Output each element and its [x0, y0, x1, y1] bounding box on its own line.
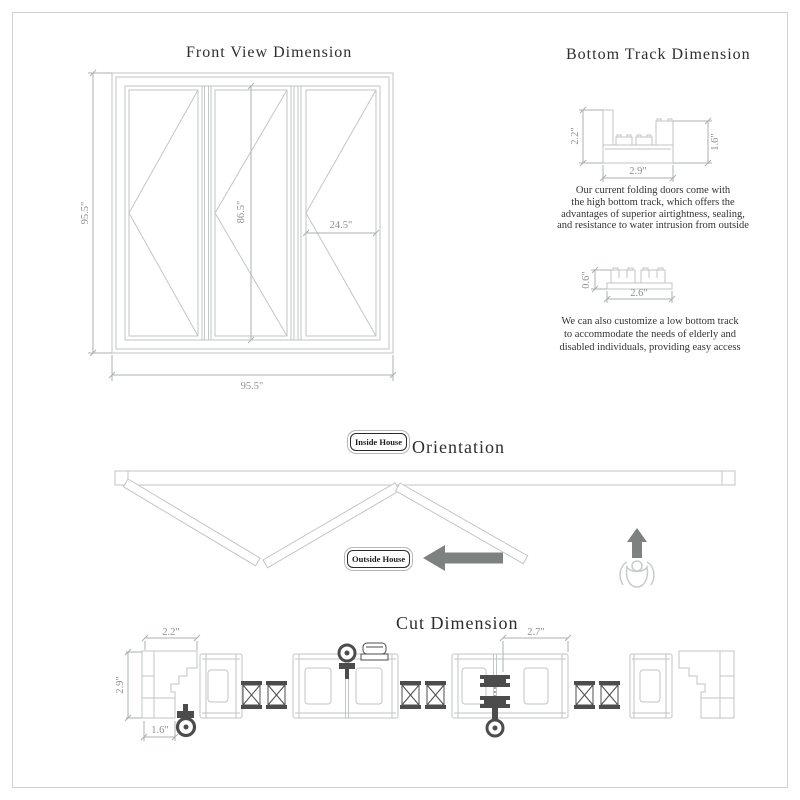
outside-house-badge: Outside House: [344, 547, 414, 571]
low-track-profile: [606, 267, 673, 290]
dimension-label: 24.5": [330, 220, 353, 231]
dimension-label: 2.7": [527, 627, 544, 638]
interlock-connector: [400, 681, 446, 709]
fold-hinge-roller: [480, 675, 510, 738]
low-track-dimensions: 0.6" 2.6": [581, 266, 676, 303]
cut-section-drawing: 2.2" 2.9" 1.6" 2.7": [115, 627, 735, 741]
swing-indicator: [305, 89, 377, 337]
outside-house-label: Outside House: [347, 550, 411, 568]
bottom-pivot-roller: [175, 704, 197, 738]
inside-house-label: Inside House: [350, 433, 407, 451]
front-view-title: Front View Dimension: [186, 44, 353, 61]
leaf-profile: [629, 653, 673, 719]
dimension-label: 1.6": [151, 725, 168, 736]
bottom-track-title: Bottom Track Dimension: [566, 46, 751, 63]
dimension-label: 95.5": [80, 202, 91, 225]
door-panels: [128, 89, 377, 337]
left-jamb-profile: [141, 650, 198, 719]
top-hung-roller: [337, 643, 357, 679]
orientation-drawing: [114, 470, 736, 588]
high-track-dimensions: 2.2" 1.6" 2.9": [570, 106, 721, 182]
dimension-label: 2.9": [115, 676, 126, 693]
door-handle: [360, 642, 389, 661]
open-direction-arrow: [423, 545, 503, 571]
front-view-dimensions: 95.5" 86.5" 24.5" 95.5": [80, 69, 397, 392]
high-track-description: Our current folding doors come with the …: [557, 185, 749, 232]
front-view-drawing: 95.5" 86.5" 24.5" 95.5": [80, 69, 397, 392]
view-direction-arrow: [627, 528, 647, 558]
dimension-label: 2.6": [630, 288, 647, 299]
inside-house-badge: Inside House: [347, 430, 410, 454]
dimension-label: 0.6": [581, 271, 592, 288]
interlock-connector: [574, 681, 620, 709]
door-frame: [111, 72, 394, 354]
low-track-description: We can also customize a low bottom track…: [559, 316, 741, 354]
high-track-drawing: 2.2" 1.6" 2.9": [570, 106, 721, 182]
swing-indicator: [214, 89, 288, 337]
dimension-label: 2.2": [570, 127, 581, 144]
interlock-connector: [241, 681, 287, 709]
orientation-title: Orientation: [412, 437, 505, 457]
cut-dimension-title: Cut Dimension: [396, 613, 519, 633]
dimension-label: 2.9": [629, 166, 646, 177]
right-jamb-profile: [678, 650, 735, 719]
cut-dimensions: 2.2" 2.9" 1.6" 2.7": [115, 627, 572, 741]
high-track-profile: [602, 109, 674, 164]
dimension-label: 2.2": [162, 627, 179, 638]
leaf-profile: [199, 653, 243, 719]
top-track-plan: [114, 470, 736, 486]
dimension-label: 95.5": [241, 381, 264, 392]
dimension-label: 1.6": [710, 133, 721, 150]
folding-panels-plan: [122, 478, 529, 569]
person-icon: [619, 560, 655, 588]
low-track-drawing: 0.6" 2.6": [581, 266, 676, 303]
swing-indicator: [128, 89, 199, 337]
dimension-label: 86.5": [236, 201, 247, 224]
